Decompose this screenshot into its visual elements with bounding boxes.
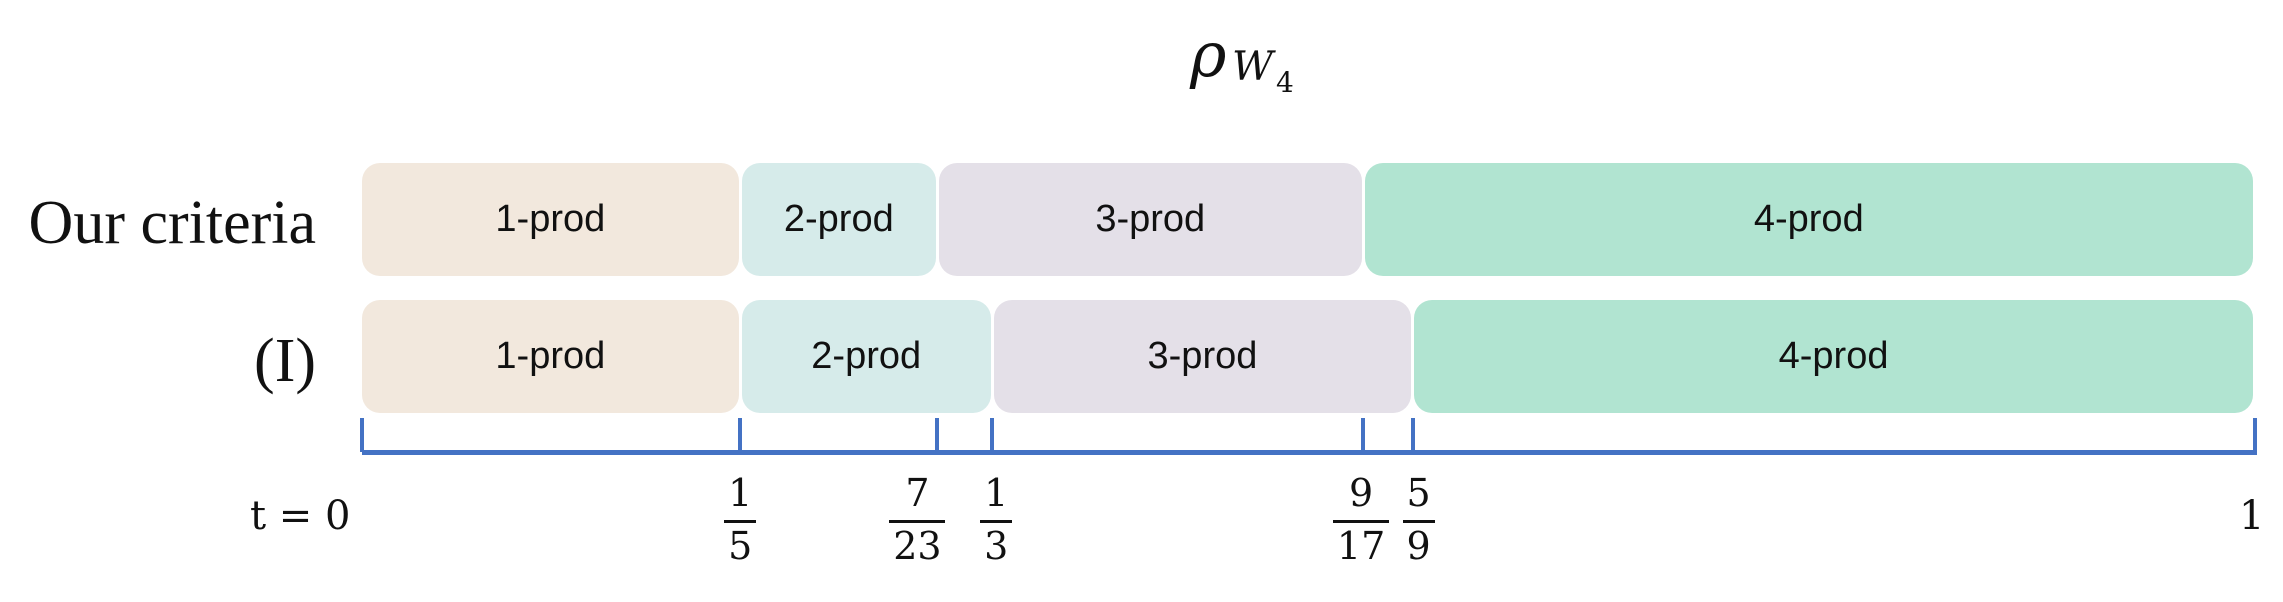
axis-line — [362, 450, 2257, 455]
title-symbol: ρ — [1190, 18, 1227, 91]
segment-label: 4-prod — [1778, 335, 1889, 377]
tick-denominator: 5 — [728, 523, 753, 568]
fraction-bar — [889, 519, 946, 523]
segment-label: 3-prod — [1095, 198, 1206, 240]
fraction-bar — [724, 519, 757, 523]
segment-label: 2-prod — [811, 335, 922, 377]
tick-numerator: 5 — [1406, 471, 1431, 515]
tick-numerator: 1 — [728, 471, 753, 515]
fraction-bar — [980, 519, 1013, 523]
tick-denominator: 3 — [984, 523, 1009, 568]
tick-numerator: 1 — [984, 471, 1009, 515]
tick-denominator: 23 — [893, 523, 942, 568]
tick-numerator: 7 — [905, 471, 930, 515]
tick-label: t = 0 — [250, 493, 351, 539]
segment-label: 4-prod — [1753, 198, 1864, 240]
axis-tick — [990, 418, 995, 452]
segment-label: 3-prod — [1147, 335, 1258, 377]
segment-2-prod: 2-prod — [741, 163, 936, 276]
tick-denominator: 9 — [1406, 523, 1431, 568]
diagram-title: ρ W 4 — [1190, 18, 1330, 99]
segment-4-prod: 4-prod — [1414, 300, 2253, 413]
axis-tick — [935, 418, 940, 452]
segment-label: 1-prod — [495, 335, 606, 377]
segment-3-prod: 3-prod — [993, 300, 1412, 413]
tick-label: 1 — [2239, 493, 2265, 539]
title-subscript: W — [1232, 44, 1274, 90]
title-sub-subscript: 4 — [1276, 66, 1294, 99]
axis-tick — [1410, 418, 1415, 452]
segment-2-prod: 2-prod — [741, 300, 991, 413]
axis-tick — [2253, 418, 2257, 452]
segment-label: 2-prod — [783, 198, 894, 240]
tick-numerator: 9 — [1349, 471, 1374, 515]
segment-label: 1-prod — [495, 198, 606, 240]
fraction-bar — [1402, 519, 1435, 523]
axis-tick — [738, 418, 743, 452]
segment-1-prod: 1-prod — [362, 300, 739, 413]
axis-tick — [1361, 418, 1366, 452]
segment-3-prod: 3-prod — [938, 163, 1362, 276]
axis-tick — [360, 418, 364, 452]
segment-1-prod: 1-prod — [362, 163, 739, 276]
segment-4-prod: 4-prod — [1364, 163, 2253, 276]
row-label: (I) — [254, 327, 316, 395]
fraction-bar — [1333, 519, 1390, 523]
row-label: Our criteria — [28, 189, 316, 257]
tick-denominator: 17 — [1336, 523, 1386, 568]
